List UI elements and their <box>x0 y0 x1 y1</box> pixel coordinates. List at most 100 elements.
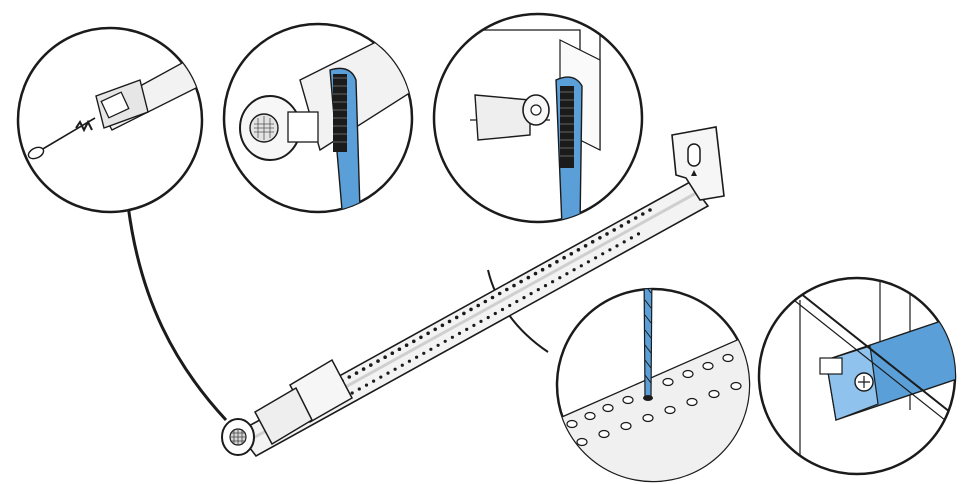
port-hole <box>612 228 616 232</box>
port-hole <box>519 279 523 284</box>
port-hole <box>533 271 538 276</box>
port-hole <box>369 363 373 367</box>
port-hole <box>383 355 387 360</box>
port-hole <box>497 291 502 296</box>
port-hole <box>457 331 462 335</box>
port-hole <box>590 240 595 244</box>
port-hole <box>565 272 569 276</box>
port-hole <box>440 323 445 328</box>
port-hole <box>555 259 559 264</box>
port-hole <box>390 351 395 356</box>
port-hole <box>543 284 548 288</box>
port-hole <box>429 347 433 351</box>
port-hole <box>450 335 454 339</box>
port-hole <box>483 299 488 304</box>
port-hole <box>490 295 495 300</box>
port-hole <box>540 267 545 272</box>
pipe-cleaner-icon <box>27 117 96 160</box>
port-hole <box>558 276 562 280</box>
port-hole <box>479 319 483 323</box>
port-hole <box>605 232 609 236</box>
port-hole <box>562 255 566 260</box>
port-hole <box>572 268 576 272</box>
port-hole <box>622 240 626 244</box>
drill-bit-icon <box>643 289 653 401</box>
port-hole <box>462 311 466 316</box>
port-hole <box>629 236 634 240</box>
port-hole <box>443 339 447 343</box>
port-hole <box>536 288 540 292</box>
port-hole <box>626 220 631 224</box>
port-hole <box>347 375 352 379</box>
port-hole <box>579 264 583 268</box>
port-hole <box>412 339 416 344</box>
port-hole <box>583 244 588 248</box>
port-hole <box>598 236 602 240</box>
inset-brush-orifice <box>432 12 644 224</box>
port-hole <box>422 351 426 355</box>
venturi-end <box>221 358 354 456</box>
burner-tube <box>221 126 725 458</box>
port-hole <box>465 327 469 331</box>
port-hole <box>447 319 452 324</box>
port-hole <box>522 296 526 300</box>
port-hole <box>357 387 361 391</box>
port-hole <box>636 232 641 236</box>
toothbrush-icon <box>555 76 583 222</box>
port-hole <box>415 355 419 359</box>
port-hole <box>386 371 390 375</box>
connector-line-left <box>126 204 228 422</box>
toothbrush-icon <box>329 67 361 211</box>
port-hole <box>633 216 638 220</box>
port-hole <box>454 315 459 320</box>
port-hole <box>526 275 531 280</box>
port-hole <box>364 383 369 387</box>
inset-pipe-cleaner <box>16 26 204 214</box>
port-hole <box>586 260 591 264</box>
port-hole <box>512 283 516 288</box>
port-hole <box>500 307 505 312</box>
port-hole <box>476 303 481 308</box>
port-hole <box>548 263 552 268</box>
burner-ports <box>333 208 652 399</box>
port-hole <box>376 359 380 363</box>
port-hole <box>505 287 509 292</box>
port-hole <box>407 359 411 363</box>
port-hole <box>619 224 624 228</box>
port-hole <box>529 292 533 296</box>
port-hole <box>469 307 473 312</box>
port-hole <box>433 327 438 332</box>
port-hole <box>569 252 574 256</box>
port-hole <box>551 280 555 284</box>
port-hole <box>594 256 598 260</box>
port-hole <box>608 248 612 252</box>
port-hole <box>486 315 490 320</box>
port-hole <box>404 343 409 348</box>
port-hole <box>419 335 423 340</box>
port-hole <box>400 363 404 367</box>
port-hole <box>615 244 619 248</box>
port-hole <box>372 379 376 383</box>
port-hole <box>354 371 359 375</box>
port-hole <box>426 331 430 336</box>
port-hole <box>601 252 605 256</box>
port-hole <box>576 248 581 252</box>
burner-mount-icon <box>819 317 955 421</box>
port-hole <box>508 303 512 308</box>
inset-drill-ports <box>555 287 751 483</box>
port-hole <box>397 347 402 352</box>
inset-burner-reinstall <box>757 276 957 476</box>
port-hole <box>648 208 652 212</box>
port-hole <box>641 212 645 216</box>
port-holes <box>566 353 742 447</box>
port-hole <box>361 367 366 371</box>
inset-brush-venturi <box>222 22 414 214</box>
port-hole <box>493 311 497 316</box>
port-hole <box>350 391 354 395</box>
port-hole <box>436 343 440 347</box>
port-hole <box>472 323 476 327</box>
mounting-bracket <box>671 126 725 201</box>
port-hole <box>515 299 519 304</box>
